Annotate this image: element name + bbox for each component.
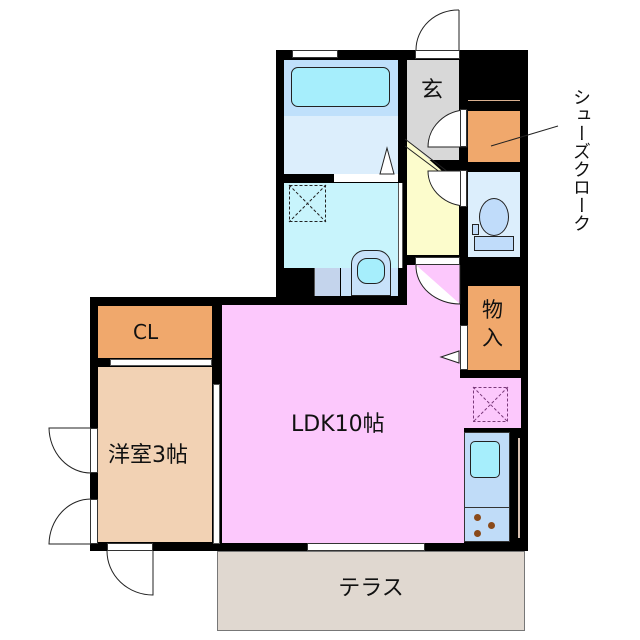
stove-burner — [474, 530, 481, 537]
western-room-label: 洋室3帖 — [108, 443, 188, 468]
stove-burner — [488, 522, 495, 529]
shoe-closet-shelf — [468, 100, 520, 101]
storage-label-top: 物 — [482, 298, 503, 322]
western-window-lower — [90, 499, 98, 544]
shoe-closet-door-swing-icon — [427, 109, 468, 148]
ldk-door-swing-icon — [415, 264, 461, 305]
refrigerator-marker-icon — [439, 350, 460, 364]
kitchen-sink — [470, 441, 500, 478]
ventilation-fan-icon — [288, 184, 327, 223]
toilet-paper — [472, 224, 479, 235]
storage: 物 入 — [468, 286, 520, 370]
shoe-closet — [468, 111, 520, 162]
callout-line — [490, 125, 559, 147]
ldk-door-frame — [415, 257, 460, 265]
entry-door-swing-icon — [415, 9, 460, 51]
shoe-closet-callout-text: シューズクローク — [570, 88, 591, 232]
toilet-bowl — [479, 198, 509, 236]
western-window-swing-upper-icon — [48, 427, 92, 474]
western-room-sliding-door — [213, 384, 220, 544]
western-window-upper — [90, 428, 98, 473]
ldk-right-lower — [460, 428, 464, 543]
kitchen-stove-divider — [464, 507, 510, 508]
bathtub-basin — [291, 67, 390, 107]
kitchen-wall-line — [518, 438, 520, 538]
closet-sliding-door — [110, 359, 212, 366]
ldk-label: LDK10帖 — [291, 412, 385, 437]
terrace-label: テラス — [338, 576, 404, 601]
stove-burner — [474, 514, 481, 521]
closet: CL — [98, 306, 212, 358]
washroom-lower-left — [314, 268, 340, 296]
hanger-icon — [379, 146, 395, 175]
shoe-closet-callout: シューズクローク — [568, 88, 592, 232]
washbasin-bowl — [357, 258, 385, 284]
western-room: 洋室3帖 — [98, 367, 212, 542]
shoe-closet-door — [460, 109, 467, 147]
entrance-label: 玄 — [421, 78, 444, 103]
western-window-swing-lower-icon — [48, 498, 92, 545]
ldk — [222, 305, 460, 543]
closet-label: CL — [133, 320, 159, 344]
ldk-right — [460, 378, 521, 428]
toilet-door-swing-icon — [427, 170, 468, 207]
washroom-sliding-door — [398, 183, 403, 268]
ldk-terrace-window — [307, 543, 425, 551]
storage-door — [460, 325, 468, 370]
entry-door-frame — [415, 50, 460, 59]
western-bottom-door — [107, 543, 153, 551]
range-hood-vent-icon — [472, 386, 509, 423]
washroom-doorway — [334, 174, 398, 182]
terrace: テラス — [217, 551, 525, 631]
bathroom-window — [292, 50, 338, 58]
toilet-tank — [474, 236, 514, 251]
toilet-door — [460, 170, 467, 207]
storage-label-bottom: 入 — [482, 326, 503, 350]
western-bottom-door-swing-icon — [106, 550, 154, 596]
